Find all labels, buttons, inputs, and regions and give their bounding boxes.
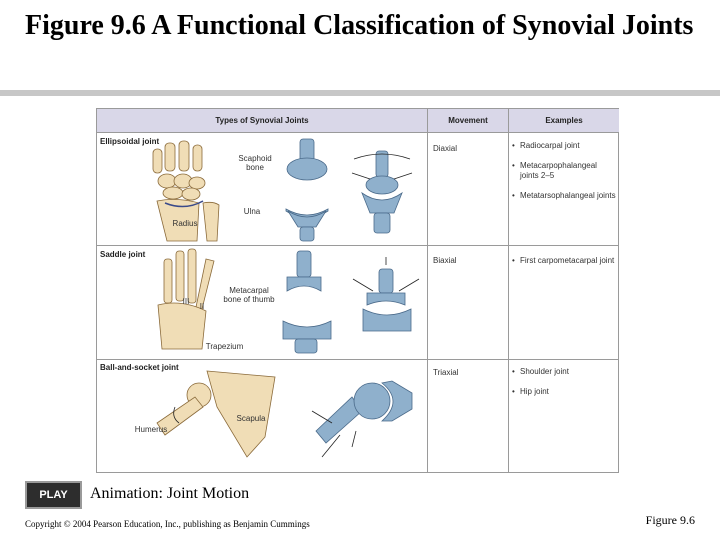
row-title-ellipsoidal: Ellipsoidal joint	[100, 137, 160, 146]
movement-saddle: Biaxial	[433, 256, 457, 265]
saddle-joint-movement	[352, 257, 420, 332]
slide-title: Figure 9.6 A Functional Classification o…	[25, 10, 694, 41]
label-ulna: Ulna	[243, 207, 261, 216]
row-divider	[97, 245, 618, 246]
label-humerus: Humerus	[134, 425, 168, 434]
title-divider	[0, 90, 720, 96]
copyright-notice: Copyright © 2004 Pearson Education, Inc.…	[25, 519, 310, 529]
examples-saddle: First carpometacarpal joint	[512, 256, 617, 276]
example-item: First carpometacarpal joint	[512, 256, 617, 266]
label-scapula: Scapula	[236, 414, 266, 423]
example-item: Shoulder joint	[512, 367, 617, 377]
row-title-ball-and-socket: Ball-and-socket joint	[100, 363, 179, 372]
label-radius: Radius	[172, 219, 198, 228]
label-trapezium: Trapezium	[205, 342, 244, 351]
example-item: Metacarpophalangeal joints 2–5	[512, 161, 617, 181]
column-divider	[427, 109, 428, 472]
example-item: Hip joint	[512, 387, 617, 397]
animation-link[interactable]: Animation: Joint Motion	[90, 485, 250, 502]
synovial-joints-figure: Types of Synovial Joints Movement Exampl…	[96, 108, 619, 473]
example-item: Radiocarpal joint	[512, 141, 617, 151]
label-scaphoid-bone: Scaphoid bone	[238, 154, 272, 172]
label-metacarpal-ii: II	[199, 302, 205, 311]
ellipsoidal-joint-movement	[351, 150, 413, 234]
hand-bones-illustration	[157, 248, 215, 350]
example-item: Metatarsophalangeal joints	[512, 191, 617, 201]
examples-ball-and-socket: Shoulder joint Hip joint	[512, 367, 617, 407]
saddle-joint-model	[282, 250, 332, 354]
label-metacarpal-iii: III	[182, 297, 190, 306]
header-examples: Examples	[509, 109, 619, 133]
play-button[interactable]: PLAY	[25, 481, 82, 509]
shoulder-bones-illustration	[156, 370, 276, 458]
label-metacarpal-bone-of-thumb: Metacarpal bone of thumb	[223, 286, 275, 304]
row-title-saddle: Saddle joint	[100, 250, 146, 259]
column-divider	[508, 109, 509, 472]
wrist-bones-illustration	[152, 140, 220, 242]
row-divider	[97, 359, 618, 360]
header-types: Types of Synovial Joints	[97, 109, 427, 133]
ball-and-socket-joint-model	[311, 380, 413, 458]
movement-ellipsoidal: Diaxial	[433, 144, 458, 153]
examples-ellipsoidal: Radiocarpal joint Metacarpophalangeal jo…	[512, 141, 617, 211]
ellipsoidal-joint-model	[285, 138, 329, 242]
movement-ball-and-socket: Triaxial	[433, 368, 459, 377]
figure-number: Figure 9.6	[645, 513, 695, 527]
header-movement: Movement	[428, 109, 508, 133]
